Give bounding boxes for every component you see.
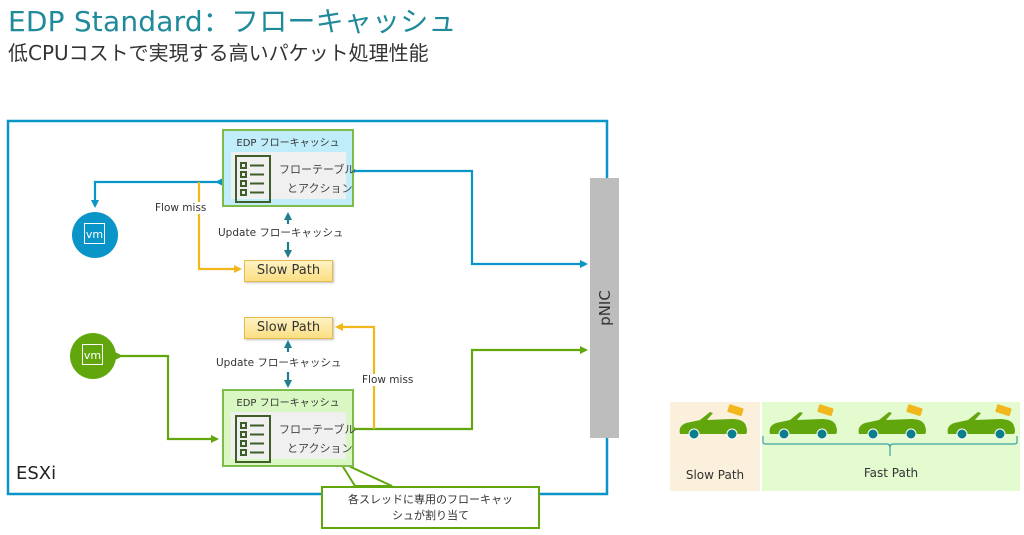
legend-slow-path: Slow Path	[670, 402, 760, 491]
esxi-label: ESXi	[16, 463, 57, 484]
esxi-frame	[6, 119, 609, 496]
bottom-vm: vm	[70, 333, 116, 379]
top-flow-table-line1: フローテーブル	[279, 163, 356, 176]
fast-path-brace	[762, 436, 1018, 456]
top-update-label: Update フローキャッシュ	[218, 225, 344, 240]
car-icon	[674, 404, 754, 444]
legend-slow-label: Slow Path	[685, 468, 745, 482]
bottom-flow-table: フローテーブル とアクション	[231, 412, 355, 463]
callout-line1: 各スレッドに専用のフローキャッ	[348, 493, 513, 506]
top-flow-cache-title: EDP フローキャッシュ	[236, 138, 340, 149]
bottom-flow-cache-title: EDP フローキャッシュ	[236, 398, 340, 409]
callout-line2: シュが割り当て	[392, 509, 469, 522]
vm-icon: vm	[82, 344, 103, 365]
bottom-flow-miss-label: Flow miss	[362, 374, 414, 386]
legend-fast-path: Fast Path	[762, 402, 1020, 491]
bottom-flow-cache: EDP フローキャッシュ フローテーブル とアクション	[222, 389, 355, 467]
car-icon	[853, 404, 933, 444]
legend-fast-label: Fast Path	[863, 466, 919, 480]
car-icon	[942, 404, 1022, 444]
top-vm: vm	[72, 212, 118, 258]
top-slow-path-box: Slow Path	[244, 260, 333, 282]
page-subtitle: 低CPUコストで実現する高いパケット処理性能	[8, 41, 429, 65]
bottom-flow-table-line2: とアクション	[287, 442, 353, 455]
top-flow-cache: EDP フローキャッシュ フローテーブル とアクション	[222, 129, 355, 207]
pnic-label: pNIC	[595, 290, 614, 326]
top-pnic-link	[350, 167, 588, 268]
list-icon	[235, 415, 271, 463]
bottom-pnic-link	[350, 346, 588, 433]
bottom-flow-table-line1: フローテーブル	[279, 423, 356, 436]
bottom-slow-path-box: Slow Path	[244, 317, 333, 339]
bottom-flow-miss-line	[335, 323, 376, 429]
page-title: EDP Standard：フローキャッシュ	[8, 5, 457, 38]
vm-icon: vm	[84, 223, 105, 244]
callout-box: 各スレッドに専用のフローキャッ シュが割り当て	[321, 486, 540, 529]
pnic: pNIC	[590, 178, 619, 438]
top-flow-table: フローテーブル とアクション	[231, 152, 355, 203]
bottom-update-label: Update フローキャッシュ	[216, 355, 342, 370]
list-icon	[235, 155, 271, 203]
top-flow-table-line2: とアクション	[287, 182, 353, 195]
bottom-vm-link	[115, 352, 219, 443]
top-flow-miss-label: Flow miss	[155, 202, 207, 214]
car-icon	[764, 404, 844, 444]
top-vm-link	[91, 178, 223, 208]
